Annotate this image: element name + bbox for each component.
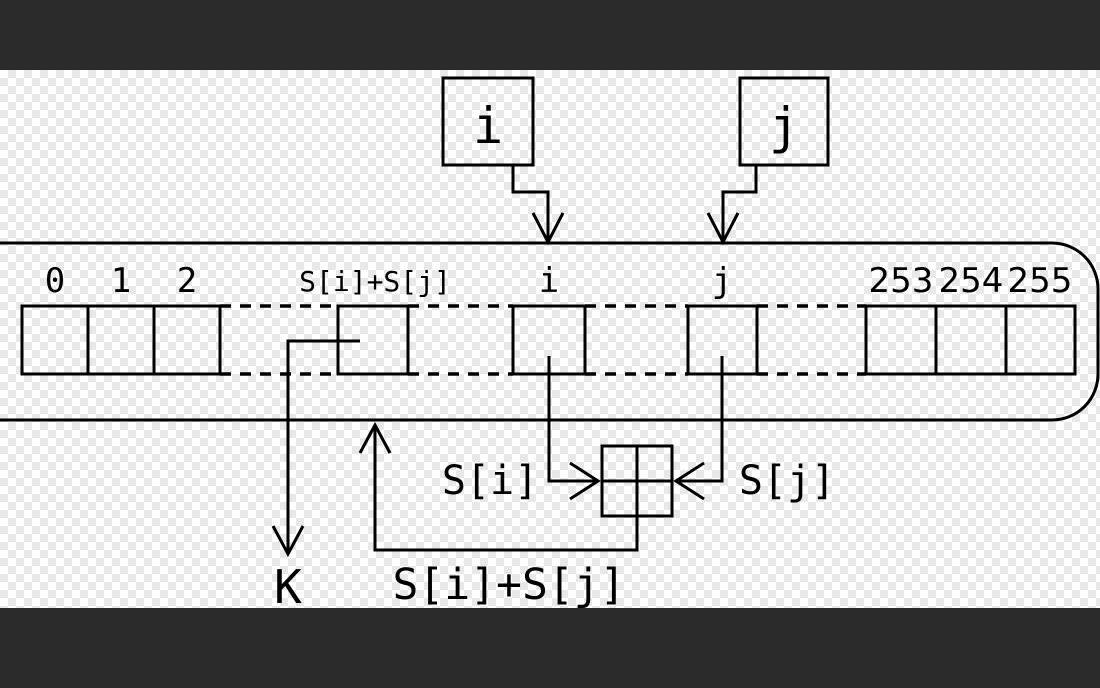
pointer-box-j-group: j [706,76,830,246]
combiner-box-group [600,444,674,518]
arrow-feedback-line [373,427,639,552]
arrow-pointer-i-line [511,165,550,241]
cell-label-j: j [712,261,732,301]
cell-label-i: i [539,261,559,301]
arrow-sj-to-combiner [673,356,724,501]
array-cells [20,304,1077,376]
transparency-checkerboard [0,70,1100,608]
arrow-sj-head [673,461,705,501]
bottom-letterbox-bar [0,608,1100,688]
array-cell-1 [86,304,156,376]
arrow-feedback-to-array [358,421,639,552]
array-cell-255 [1004,304,1077,376]
arrow-si-line [547,356,596,483]
cell-label-253: 253 [869,261,934,301]
pointer-box-j [738,76,830,167]
arrow-si-to-combiner [547,356,601,501]
arrow-sj-line [678,356,724,483]
cell-label-255: 255 [1008,261,1073,301]
arrow-output-k-head [271,525,305,558]
combiner-input-left-label: S[i] [442,458,538,504]
pointer-box-i-group: i [441,76,565,246]
s-array-body [0,241,1100,422]
pointer-box-i-label: i [473,97,503,155]
arrow-output-k-line [286,339,360,553]
combiner-input-right-label: S[j] [739,458,835,504]
array-cell-labels: 0 1 2 S[i]+S[j] i j 253 254 255 [45,261,1073,301]
pointer-box-j-label: j [769,97,799,155]
array-cell-253 [864,304,938,376]
cell-label-0: 0 [45,261,65,301]
arrow-pointer-j-line [721,165,758,241]
arrow-pointer-j-head [706,212,740,246]
arrow-si-head [569,461,601,501]
cell-label-254: 254 [939,261,1004,301]
arrow-feedback-head [358,421,392,454]
arrow-pointer-i-head [531,212,565,246]
feedback-label: S[i]+S[j] [393,560,626,610]
cell-label-1: 1 [111,261,131,301]
pointer-box-i [441,76,535,167]
array-ellipsis-dashes [220,304,866,376]
top-letterbox-bar [0,0,1100,70]
arrow-output-k [271,339,360,558]
array-cell-254 [934,304,1008,376]
cell-label-2: 2 [177,261,197,301]
array-cell-2 [152,304,222,376]
array-cell-0 [20,304,90,376]
cell-label-si-plus-sj: S[i]+S[j] [299,265,451,298]
output-k-label: K [274,560,302,614]
